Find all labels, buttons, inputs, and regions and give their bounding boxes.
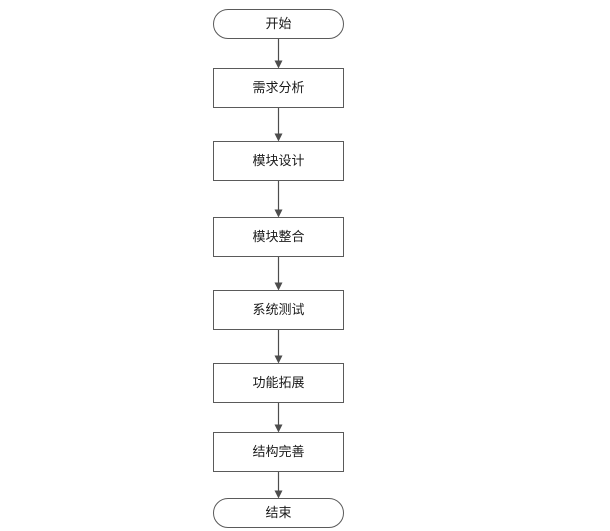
arrowhead-icon xyxy=(274,490,283,499)
arrowhead-icon xyxy=(274,282,283,291)
node-label: 结构完善 xyxy=(252,444,304,460)
terminal-shape xyxy=(213,9,344,39)
terminal-shape xyxy=(213,498,344,528)
edge-structure-refinement-to-end xyxy=(274,471,283,499)
node-label: 模块设计 xyxy=(252,154,304,169)
edge-start-to-requirement-analysis xyxy=(274,38,283,69)
process-box xyxy=(213,432,344,472)
node-label: 功能拓展 xyxy=(252,376,304,391)
node-label: 模块整合 xyxy=(252,230,304,245)
node-label: 开始 xyxy=(265,17,291,32)
process-box xyxy=(213,141,344,181)
node-requirement-analysis: 需求分析 xyxy=(213,68,344,108)
node-feature-extension: 功能拓展 xyxy=(213,363,344,403)
node-structure-refinement: 结构完善 xyxy=(213,432,344,472)
arrowhead-icon xyxy=(274,355,283,364)
arrowhead-icon xyxy=(274,60,283,69)
process-box xyxy=(213,68,344,108)
edges-layer xyxy=(274,38,283,499)
node-module-integration: 模块整合 xyxy=(213,217,344,257)
process-box xyxy=(213,363,344,403)
arrowhead-icon xyxy=(274,133,283,142)
node-system-testing: 系统测试 xyxy=(213,290,344,330)
edge-module-integration-to-system-testing xyxy=(274,256,283,291)
node-end: 结束 xyxy=(213,498,344,528)
node-module-design: 模块设计 xyxy=(213,141,344,181)
edge-requirement-analysis-to-module-design xyxy=(274,107,283,142)
arrowhead-icon xyxy=(274,209,283,218)
node-label: 系统测试 xyxy=(252,303,304,318)
arrowhead-icon xyxy=(274,424,283,433)
edge-system-testing-to-feature-extension xyxy=(274,329,283,364)
process-box xyxy=(213,290,344,330)
edge-module-design-to-module-integration xyxy=(274,180,283,218)
process-box xyxy=(213,217,344,257)
node-start: 开始 xyxy=(213,9,344,39)
edge-feature-extension-to-structure-refinement xyxy=(274,402,283,433)
node-label: 需求分析 xyxy=(252,81,304,96)
node-label: 结束 xyxy=(265,506,291,521)
